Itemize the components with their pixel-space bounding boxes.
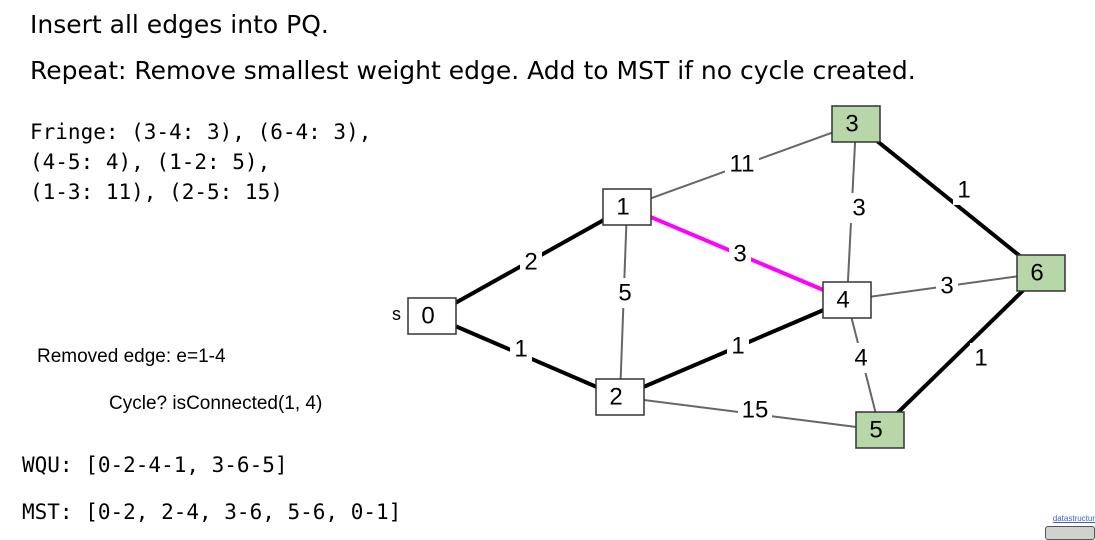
credit-link[interactable]: datastructur: [1052, 514, 1095, 523]
edge-weight-3-4: 3: [852, 194, 865, 221]
edge-3-6: [854, 122, 1043, 275]
node-box-5: [855, 411, 905, 449]
node-box-6: [1016, 254, 1066, 292]
node-label-6: 6: [1030, 259, 1043, 286]
node-box-4: [822, 281, 872, 319]
edge-weight-0-2: 1: [514, 335, 527, 362]
node-label-5: 5: [869, 416, 882, 443]
edge-label-bg-0-2: [510, 334, 532, 364]
node-5: 5: [855, 411, 905, 449]
edge-label-bg-3-4: [848, 193, 870, 223]
removed-edge-text: Removed edge: e=1-4: [37, 346, 226, 367]
edge-label-bg-1-2: [614, 278, 636, 308]
edge-weight-4-6: 3: [940, 272, 953, 299]
node-6: 6: [1016, 254, 1066, 292]
edge-weight-2-4: 1: [731, 332, 744, 359]
node-0: 0: [407, 297, 457, 335]
node-label-4: 4: [836, 286, 849, 313]
mst-state: MST: [0-2, 2-4, 3-6, 5-6, 0-1]: [22, 500, 402, 524]
node-box-0: [407, 297, 457, 335]
fringe-line-2: (4-5: 4), (1-2: 5),: [30, 150, 271, 174]
edge-weight-2-5: 15: [742, 396, 769, 423]
edge-5-6: [878, 271, 1043, 432]
wqu-state: WQU: [0-2-4-1, 3-6-5]: [22, 453, 288, 477]
instruction-repeat: Repeat: Remove smallest weight edge. Add…: [30, 56, 916, 85]
node-4: 4: [822, 281, 872, 319]
edge-label-bg-1-3: [725, 149, 759, 179]
nodes: 0 1 2 3 4 5 6: [407, 105, 1066, 449]
edge-label-bg-0-1: [520, 247, 542, 277]
edge-label-bg-4-6: [936, 271, 958, 301]
source-label: s: [392, 304, 401, 324]
node-label-0: 0: [421, 302, 434, 329]
node-box-3: [831, 105, 881, 143]
edge-weight-0-1: 2: [524, 248, 537, 275]
edge-weight-1-2: 5: [618, 279, 631, 306]
edge-label-bg-3-6: [953, 175, 975, 205]
instruction-insert: Insert all edges into PQ.: [30, 10, 329, 39]
edge-label-bg-2-5: [738, 395, 772, 425]
node-1: 1: [602, 188, 652, 226]
edge-weight-1-4: 3: [733, 240, 746, 267]
edge-label-bg-2-4: [727, 331, 749, 361]
edge-weight-4-5: 4: [854, 344, 867, 371]
node-label-2: 2: [609, 383, 622, 410]
node-box-1: [602, 188, 652, 226]
cycle-check-text: Cycle? isConnected(1, 4): [109, 393, 323, 414]
node-label-1: 1: [616, 193, 629, 220]
node-label-3: 3: [845, 110, 858, 137]
edge-label-bg-5-6: [970, 343, 992, 373]
fringe-line-1: Fringe: (3-4: 3), (6-4: 3),: [30, 120, 372, 144]
license-badge-icon: [1045, 526, 1095, 540]
fringe-line-3: (1-3: 11), (2-5: 15): [30, 180, 283, 204]
edge-weight-5-6: 1: [974, 344, 987, 371]
edge-label-bg-4-5: [850, 343, 872, 373]
edge-weight-3-6: 1: [957, 176, 970, 203]
edge-weight-1-3: 11: [730, 150, 755, 177]
node-2: 2: [595, 378, 645, 416]
node-3: 3: [831, 105, 881, 143]
node-box-2: [595, 378, 645, 416]
edge-label-bg-1-4: [729, 239, 751, 269]
